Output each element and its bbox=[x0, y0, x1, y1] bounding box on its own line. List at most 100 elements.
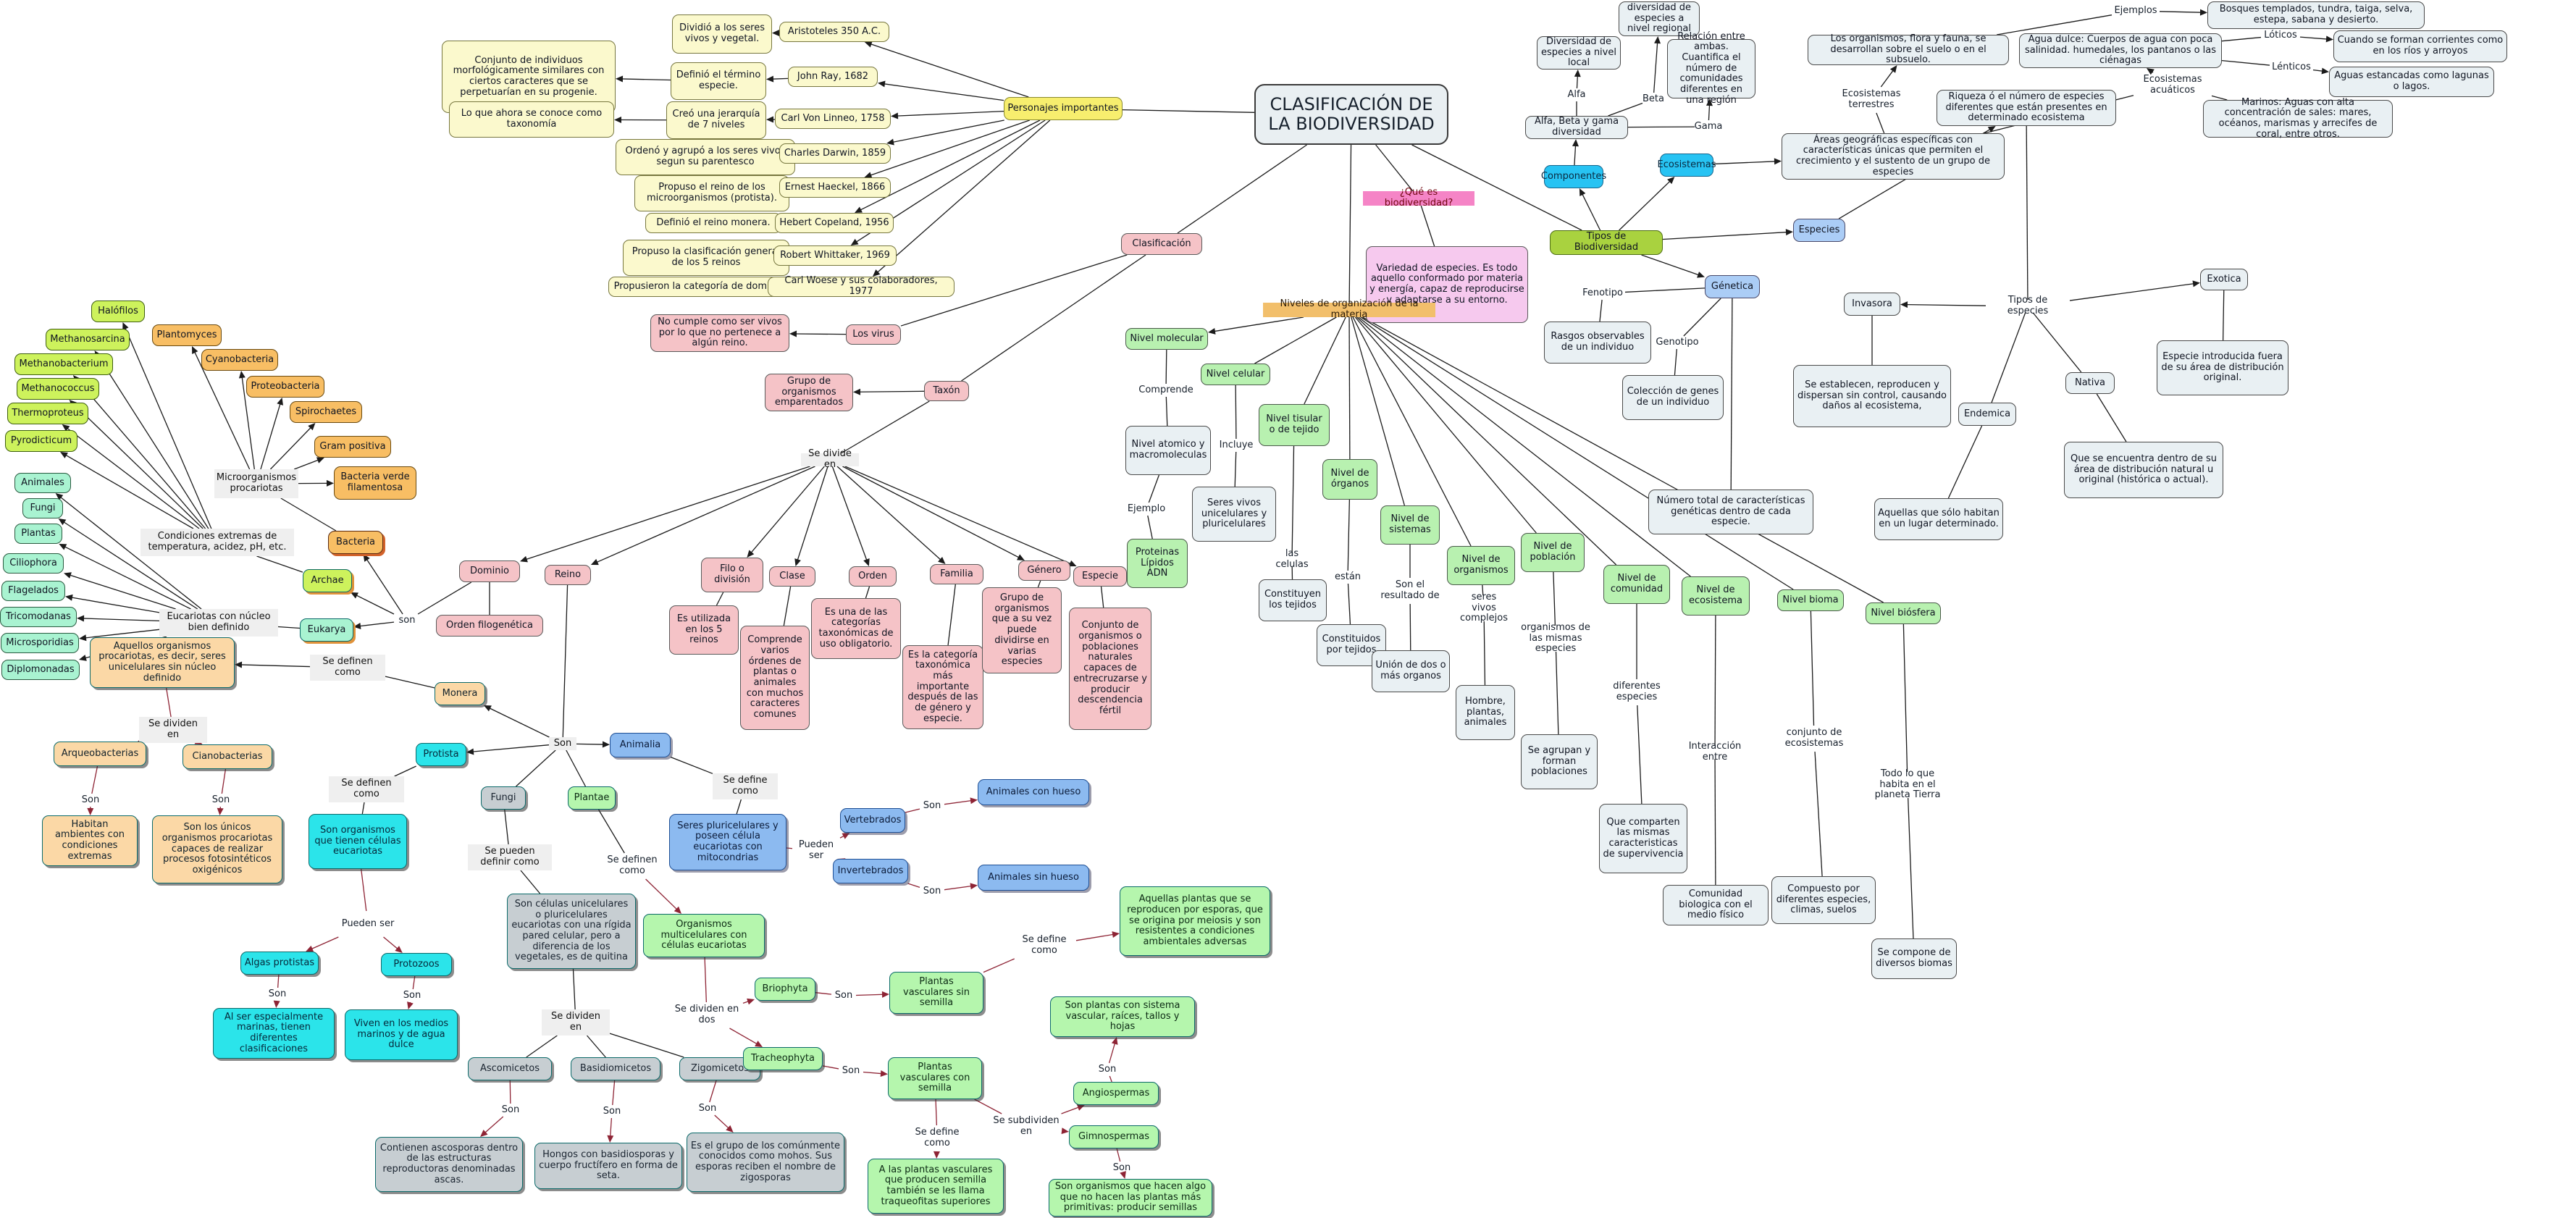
concept-constituyen[interactable]: Constituyen los tejidos bbox=[1259, 579, 1327, 621]
concept-niv_molecular[interactable]: Nivel molecular bbox=[1125, 328, 1208, 350]
concept-arqueobacterias[interactable]: Arqueobacterias bbox=[54, 742, 146, 766]
concept-grupo_org[interactable]: Grupo de organismos emparentados bbox=[765, 374, 853, 411]
concept-proteinas[interactable]: Proteinas Lípidos ADN bbox=[1127, 539, 1188, 588]
concept-p2[interactable]: Aristoteles 350 A.C. bbox=[779, 22, 889, 42]
concept-p17[interactable]: Propusieron la categoría de dominio. bbox=[608, 277, 792, 297]
concept-fungi_def[interactable]: Son células unicelulares o pluricelulare… bbox=[507, 894, 636, 969]
concept-marinos[interactable]: Marinos: Aguas con alta concentración de… bbox=[2203, 97, 2393, 140]
concept-familia[interactable]: Familia bbox=[930, 564, 983, 584]
concept-riqueza[interactable]: Riqueza ó el número de especies diferent… bbox=[1937, 90, 2116, 126]
concept-especies_n[interactable]: Especies bbox=[1793, 219, 1845, 242]
concept-p7[interactable]: Creó una jerarquía de 7 niveles bbox=[666, 101, 766, 139]
concept-con_def[interactable]: A las plantas vasculares que producen se… bbox=[868, 1159, 1004, 1214]
concept-animales_shueso[interactable]: Animales sin hueso bbox=[978, 865, 1089, 891]
concept-niv_bioma[interactable]: Nivel bioma bbox=[1777, 589, 1844, 611]
concept-moneras_def[interactable]: Aquellos organismos procariotas, es deci… bbox=[90, 637, 235, 688]
concept-animalia_def[interactable]: Seres pluricelulares y poseen célula euc… bbox=[669, 814, 786, 870]
concept-areas_geo[interactable]: Áreas geográficas específicas con caract… bbox=[1782, 133, 2005, 180]
concept-union_organos[interactable]: Unión de dos o más organos bbox=[1372, 650, 1450, 692]
concept-p8[interactable]: Carl Von Linneo, 1758 bbox=[775, 109, 891, 129]
concept-animales_chueso[interactable]: Animales con hueso bbox=[978, 779, 1089, 805]
concept-niv_tisular[interactable]: Nivel tisular o de tejido bbox=[1259, 404, 1330, 446]
concept-rasgos[interactable]: Rasgos observables de un individuo bbox=[1544, 322, 1651, 364]
concept-orden[interactable]: Orden bbox=[849, 566, 897, 587]
concept-pvs_con[interactable]: Plantas vasculares con semilla bbox=[888, 1057, 982, 1099]
concept-seagrupan[interactable]: Se agrupan y forman poblaciones bbox=[1521, 734, 1598, 789]
concept-no_cumple[interactable]: No cumple como ser vivos por lo que no p… bbox=[650, 314, 789, 352]
concept-briophyta[interactable]: Briophyta bbox=[755, 978, 815, 1001]
concept-r_relacion[interactable]: Relación entre ambas. Cuantifica el núme… bbox=[1667, 31, 1755, 106]
concept-tracheophyta[interactable]: Tracheophyta bbox=[743, 1047, 823, 1070]
concept-p1[interactable]: Dividió a los seres vivos y vegetal. bbox=[672, 14, 772, 54]
concept-exotica[interactable]: Exotica bbox=[2200, 269, 2248, 290]
concept-filo_desc[interactable]: Es utilizada en los 5 reinos bbox=[669, 605, 739, 655]
concept-clase[interactable]: Clase bbox=[769, 566, 815, 587]
concept-cyanobacteria[interactable]: Cyanobacteria bbox=[201, 349, 278, 371]
concept-halofilos[interactable]: Halófilos bbox=[91, 301, 145, 322]
concept-niv_organismos[interactable]: Nivel de organismos bbox=[1447, 546, 1515, 585]
concept-niv_ecosistema[interactable]: Nivel de ecosistema bbox=[1682, 576, 1750, 616]
concept-secompone[interactable]: Se compone de diversos biomas bbox=[1871, 938, 1957, 979]
concept-gram_positiva[interactable]: Gram positiva bbox=[314, 436, 391, 458]
concept-sin_def[interactable]: Aquellas plantas que se reproducen por e… bbox=[1120, 886, 1270, 956]
concept-tipos_bio[interactable]: Tipos de Biodiversidad bbox=[1550, 230, 1663, 255]
concept-p18[interactable]: Carl Woese y sus colaboradores, 1977 bbox=[768, 275, 955, 297]
concept-r_alfabeta[interactable]: Alfa, Beta y gama diversidad bbox=[1525, 116, 1628, 139]
concept-clasificacion[interactable]: Clasificación bbox=[1121, 233, 1202, 255]
concept-numtotal[interactable]: Número total de características genética… bbox=[1648, 490, 1813, 534]
concept-fungi_l[interactable]: Fungi bbox=[22, 498, 63, 518]
concept-thermoproteus[interactable]: Thermoproteus bbox=[7, 403, 88, 424]
concept-bosques[interactable]: Bosques templados, tundra, taiga, selva,… bbox=[2207, 1, 2425, 29]
concept-animales[interactable]: Animales bbox=[14, 473, 71, 493]
concept-algas[interactable]: Algas protistas bbox=[240, 952, 319, 975]
concept-plantae[interactable]: Plantae bbox=[568, 786, 616, 810]
concept-pyrodicticum[interactable]: Pyrodicticum bbox=[5, 430, 77, 452]
concept-diplomonadas[interactable]: Diplomonadas bbox=[1, 660, 80, 680]
concept-genero[interactable]: Género bbox=[1018, 560, 1070, 581]
concept-losorganismos[interactable]: Los organismos, flora y fauna, se desarr… bbox=[1808, 33, 2009, 65]
concept-spirochaetes[interactable]: Spirochaetes bbox=[290, 401, 362, 423]
concept-protista[interactable]: Protista bbox=[416, 743, 466, 766]
concept-ciliophora[interactable]: Ciliophora bbox=[3, 553, 64, 574]
concept-especie_desc[interactable]: Conjunto de organismos o poblaciones nat… bbox=[1069, 608, 1151, 730]
concept-monera[interactable]: Monera bbox=[435, 682, 485, 705]
concept-taxon[interactable]: Taxón bbox=[924, 381, 969, 401]
concept-componentes[interactable]: Componentes bbox=[1541, 165, 1606, 188]
concept-orden_desc[interactable]: Es una de las categorías taxonómicas de … bbox=[811, 598, 901, 659]
concept-seestablecen[interactable]: Se establecen, reproducen y dispersan si… bbox=[1793, 365, 1951, 427]
concept-personajes[interactable]: Personajes importantes bbox=[1004, 97, 1123, 120]
concept-niv_atomico[interactable]: Nivel atomico y macromoleculas bbox=[1125, 426, 1211, 475]
concept-niv_sistemas[interactable]: Nivel de sistemas bbox=[1380, 505, 1440, 545]
concept-title[interactable]: CLASIFICACIÓN DE LA BIODIVERSIDAD bbox=[1254, 84, 1448, 145]
concept-niv_organos[interactable]: Nivel de órganos bbox=[1322, 459, 1377, 500]
concept-r_regional[interactable]: diversidad de especies a nivel regional bbox=[1619, 1, 1700, 36]
concept-aguadulce[interactable]: Agua dulce: Cuerpos de agua con poca sal… bbox=[2019, 33, 2222, 68]
concept-basidiomicetos[interactable]: Basidiomicetos bbox=[571, 1057, 660, 1080]
concept-methanosarcina[interactable]: Methanosarcina bbox=[46, 329, 130, 350]
concept-fungi2[interactable]: Fungi bbox=[481, 786, 526, 810]
concept-p3[interactable]: Conjunto de individuos morfológicamente … bbox=[442, 41, 616, 113]
concept-p15[interactable]: Propuso la clasificación general de los … bbox=[623, 240, 789, 276]
concept-bact_verde[interactable]: Bacteria verde filamentosa bbox=[334, 466, 416, 500]
concept-asco_def[interactable]: Contienen ascosporas dentro de las estru… bbox=[375, 1137, 523, 1192]
concept-familia_desc[interactable]: Es la categoría taxonómica más important… bbox=[902, 645, 983, 729]
concept-protozoos[interactable]: Protozoos bbox=[381, 953, 452, 976]
concept-especieintro[interactable]: Especie introducida fuera de su área de … bbox=[2157, 340, 2288, 395]
concept-p4[interactable]: Definió el término especie. bbox=[671, 62, 766, 100]
concept-niv_biosfera[interactable]: Nivel biósfera bbox=[1866, 602, 1941, 624]
concept-ascomicetos[interactable]: Ascomicetos bbox=[468, 1057, 552, 1080]
concept-r_local[interactable]: Diversidad de especies a nivel local bbox=[1537, 36, 1621, 70]
concept-nativa[interactable]: Nativa bbox=[2065, 372, 2115, 394]
concept-angiospermas[interactable]: Angiospermas bbox=[1073, 1082, 1159, 1105]
concept-angio_def[interactable]: Son plantas con sistema vascular, raíces… bbox=[1050, 996, 1195, 1037]
concept-p11[interactable]: Propuso el reino de los microorganismos … bbox=[634, 175, 789, 211]
concept-p6[interactable]: Lo que ahora se conoce como taxonomía bbox=[449, 101, 614, 138]
concept-p14[interactable]: Hebert Copeland, 1956 bbox=[775, 213, 894, 233]
concept-bacteria[interactable]: Bacteria bbox=[328, 531, 383, 554]
concept-filo[interactable]: Filo o división bbox=[701, 558, 763, 592]
concept-los_virus[interactable]: Los virus bbox=[846, 324, 901, 345]
concept-gimnospermas[interactable]: Gimnospermas bbox=[1069, 1125, 1159, 1148]
concept-aquellassolo[interactable]: Aquellas que sólo habitan en un lugar de… bbox=[1874, 498, 2003, 540]
concept-proteobacteria[interactable]: Proteobacteria bbox=[246, 376, 324, 398]
concept-dominio[interactable]: Dominio bbox=[459, 560, 520, 582]
